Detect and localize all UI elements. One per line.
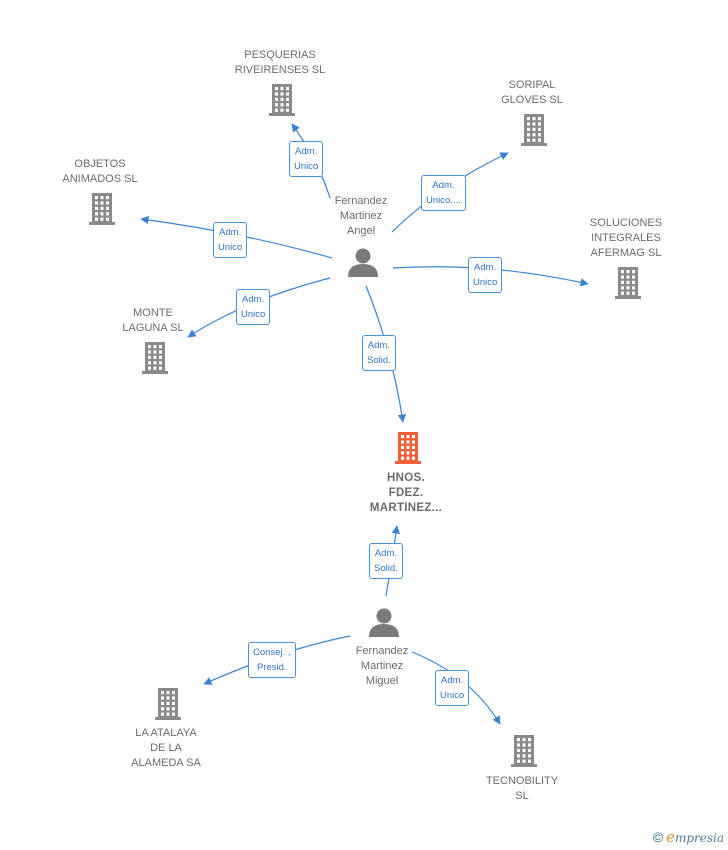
brand-initial: e <box>666 828 675 846</box>
empresia-brand[interactable]: ©empresia <box>653 828 724 846</box>
company-tecnobility-building-icon[interactable] <box>511 735 537 767</box>
node-label-line: PESQUERIAS <box>244 49 316 61</box>
company-pesquerias-building-icon[interactable] <box>269 84 295 116</box>
node-label-line: SL <box>515 790 529 802</box>
node-label-line: SOLUCIONES <box>589 217 663 229</box>
edge-label-e6[interactable]: Adm. Solid. <box>362 335 396 371</box>
edge-label-e4[interactable]: Adm. Unico <box>468 257 503 293</box>
edge-label-line: Consej. , <box>253 647 291 658</box>
company-soluciones-building-icon[interactable] <box>615 267 641 299</box>
company-hnos-label[interactable]: HNOS. FDEZ. MARTINEZ... <box>370 471 442 516</box>
edge-label-e2[interactable]: Adm. Unico.... <box>421 175 466 211</box>
company-monte-label[interactable]: MONTE LAGUNA SL <box>122 306 183 336</box>
edge-label-e5[interactable]: Adm. Unico <box>236 289 271 325</box>
edge-label-line: Adm. <box>374 548 397 559</box>
node-label-line: Fernandez <box>334 195 388 207</box>
edge-label-e9[interactable]: Adm. Unico <box>435 670 470 706</box>
node-label-line: INTEGRALES <box>591 232 661 244</box>
node-label-line: FDEZ. <box>388 487 424 499</box>
node-label-line: OBJETOS <box>74 158 126 170</box>
node-label-line: AFERMAG SL <box>590 247 662 259</box>
node-label-line: Martinez <box>339 210 383 222</box>
company-hnos-building-icon[interactable] <box>395 432 421 464</box>
edge-label-line: Unico <box>473 277 498 288</box>
edge-label-e3[interactable]: Adm. Unico <box>213 222 248 258</box>
company-soripal-building-icon[interactable] <box>521 114 547 146</box>
node-label-line: LAGUNA SL <box>122 322 184 334</box>
node-label-line: Miguel <box>365 675 399 687</box>
company-soluciones-label[interactable]: SOLUCIONES INTEGRALES AFERMAG SL <box>590 216 662 261</box>
edge-label-line: Unico <box>294 161 319 172</box>
brand-name: mpresia <box>674 831 724 845</box>
edge-label-line: Adm. <box>295 146 318 157</box>
node-label-line: TECNOBILITY <box>485 775 559 787</box>
node-label-line: MARTINEZ... <box>369 502 443 514</box>
edge-label-line: Solid. <box>367 355 391 366</box>
node-label-line: GLOVES SL <box>501 94 563 106</box>
node-label-line: MONTE <box>133 307 173 319</box>
company-pesquerias-label[interactable]: PESQUERIAS RIVEIRENSES SL <box>235 48 325 78</box>
edge-label-line: Solid. <box>374 563 398 574</box>
node-label-line: Martinez <box>360 660 404 672</box>
edge-label-line: Unico.... <box>426 195 461 206</box>
company-soripal-label[interactable]: SORIPAL GLOVES SL <box>501 78 563 108</box>
node-label-line: ALAMEDA SA <box>131 757 201 769</box>
person-miguel-person-icon[interactable] <box>369 608 399 638</box>
edge-label-line: Adm. <box>367 340 390 351</box>
node-label-line: DE LA <box>150 742 182 754</box>
node-label-line: Fernandez <box>355 645 409 657</box>
edge-label-line: Adm. <box>441 675 464 686</box>
company-objetos-label[interactable]: OBJETOS ANIMADOS SL <box>62 157 137 187</box>
person-angel-person-icon[interactable] <box>348 248 378 278</box>
node-label-line: Angel <box>346 225 376 237</box>
edge-label-e1[interactable]: Adm. Unico <box>289 141 324 177</box>
edge-label-e7[interactable]: Adm. Solid. <box>369 543 403 579</box>
edge-label-line: Adm. <box>474 262 497 273</box>
edge-label-line: Presid. <box>256 662 287 673</box>
company-atalaya-building-icon[interactable] <box>155 688 181 720</box>
company-monte-building-icon[interactable] <box>142 342 168 374</box>
edge-label-line: Unico <box>218 242 243 253</box>
node-label-line: SORIPAL <box>508 79 556 91</box>
company-atalaya-label[interactable]: LA ATALAYA DE LA ALAMEDA SA <box>131 726 201 771</box>
edge-label-line: Adm. <box>219 227 242 238</box>
edge-label-line: Unico <box>440 690 465 701</box>
edge-label-line: Adm. <box>242 294 265 305</box>
company-objetos-building-icon[interactable] <box>89 193 115 225</box>
node-label-line: ANIMADOS SL <box>62 173 138 185</box>
edge-label-e8[interactable]: Consej. , Presid. <box>248 642 296 678</box>
company-tecnobility-label[interactable]: TECNOBILITY SL <box>486 774 558 804</box>
edge-label-line: Unico <box>241 309 266 320</box>
node-label-line: LA ATALAYA <box>135 727 197 739</box>
node-label-line: RIVEIRENSES SL <box>234 64 326 76</box>
node-label-line: HNOS. <box>387 472 425 484</box>
copyright-symbol: © <box>652 829 664 845</box>
edge-label-line: Adm. <box>432 180 455 191</box>
